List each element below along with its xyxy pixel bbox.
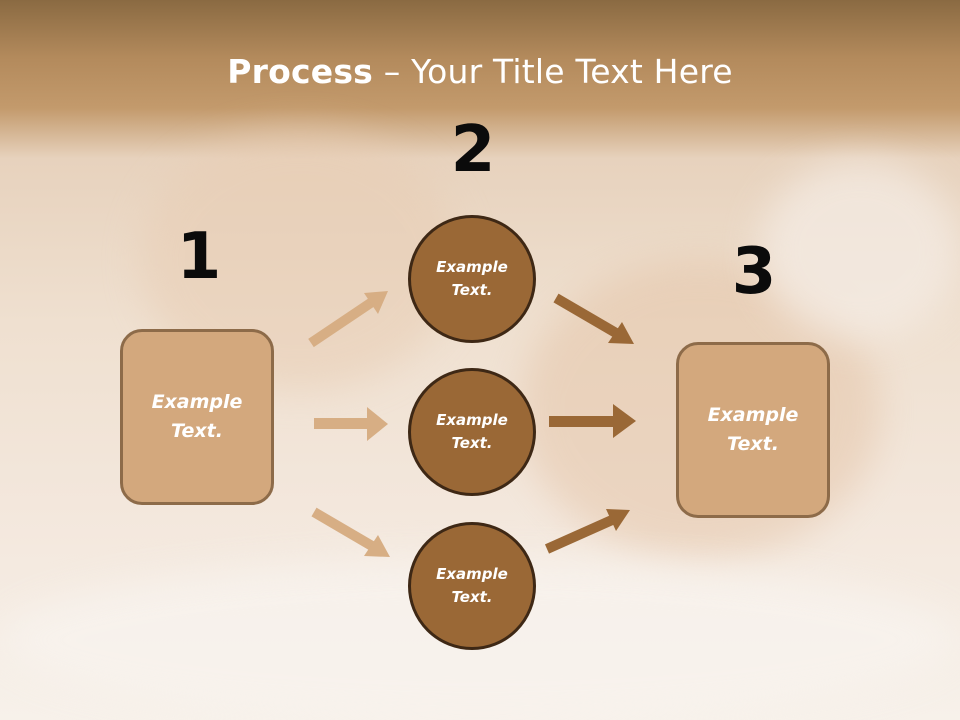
arrow-center-to-step3 (549, 404, 636, 438)
step-3-box: Example Text. (676, 342, 830, 518)
middle-circle-bottom: Example Text. (408, 522, 536, 650)
middle-circle-center-label: Example Text. (436, 411, 508, 452)
step-1-box: Example Text. (120, 329, 274, 505)
middle-circle-top: Example Text. (408, 215, 536, 343)
step-number-3: 3 (731, 235, 777, 309)
arrow-to-top-circle (308, 291, 388, 348)
arrow-to-center-circle (314, 407, 388, 441)
arrow-bottom-to-step3 (544, 509, 630, 554)
step-number-2: 2 (450, 113, 496, 187)
step-3-label: Example Text. (707, 404, 799, 455)
middle-circle-center: Example Text. (408, 368, 536, 496)
middle-circle-bottom-label: Example Text. (436, 565, 508, 606)
step-number-1: 1 (176, 220, 222, 294)
arrow-to-bottom-circle (311, 507, 390, 557)
arrow-top-to-step3 (553, 293, 634, 344)
slide-title: Process – Your Title Text Here (227, 52, 733, 91)
step-1-label: Example Text. (151, 391, 243, 442)
middle-circle-top-label: Example Text. (436, 258, 508, 299)
